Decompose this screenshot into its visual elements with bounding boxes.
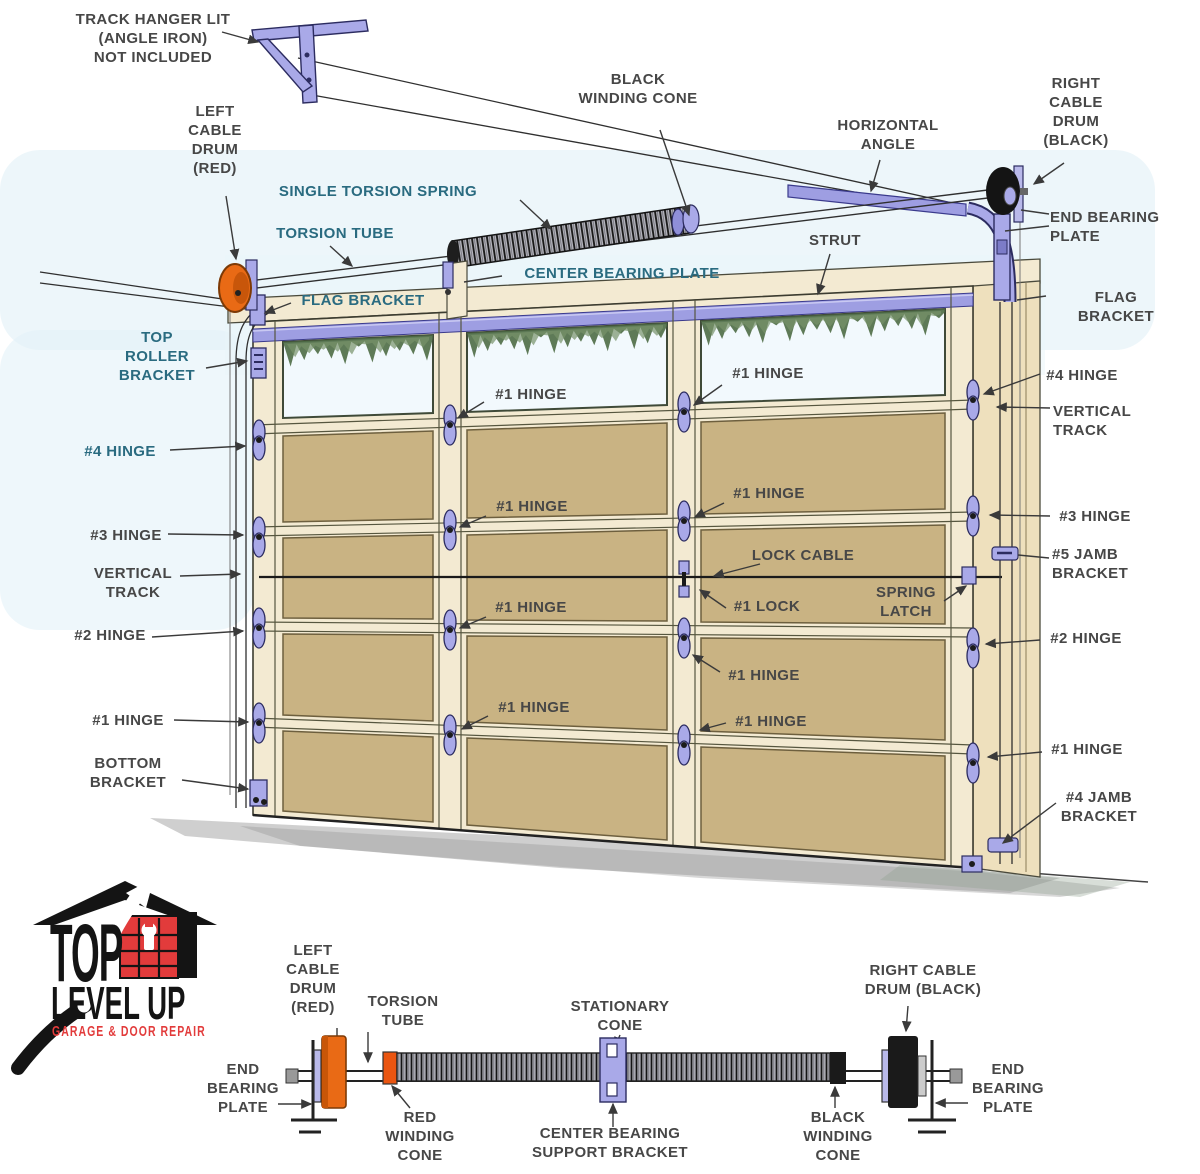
shrub-reflection: [705, 311, 941, 337]
shrub-reflection: [471, 325, 663, 349]
ba-end-bearing-plate-right-part: [908, 1040, 956, 1134]
hinge-part: [677, 391, 691, 433]
hinge-part: [252, 607, 266, 649]
leader-line: [816, 253, 831, 296]
leader-arrows: [151, 31, 1065, 1127]
right-jamb: [972, 280, 1041, 878]
logo-arrow-swoosh: [77, 888, 145, 1013]
leader-line: [181, 779, 250, 793]
ba-stationary-cone-part: [599, 1037, 627, 1103]
leader-line: [693, 502, 725, 518]
leader-line: [458, 616, 487, 629]
hinge-part: [966, 495, 980, 537]
leader-line: [205, 357, 249, 369]
leader-line: [984, 638, 1041, 649]
ba-end-bearing-plate-left-part: [291, 1040, 337, 1134]
leader-line: [692, 384, 723, 406]
leader-line: [456, 401, 485, 419]
leader-line: [151, 626, 245, 638]
garage-door: [252, 285, 1002, 870]
leader-line: [1016, 295, 1047, 301]
leader-line: [1020, 209, 1050, 215]
leader-line: [391, 1084, 411, 1109]
ba-red-cone-part: [382, 1051, 398, 1085]
spring-latch-part: [961, 566, 977, 585]
horizontal-angle-bar: [787, 184, 967, 217]
hinge-part: [966, 627, 980, 669]
leader-line: [691, 654, 721, 673]
company-logo: TOP LEVEL UP GARAGE & DOOR REPAIR: [11, 878, 217, 1075]
leader-line: [263, 302, 292, 315]
hinge-part: [443, 714, 457, 756]
leader-line: [698, 722, 727, 733]
leader-line: [869, 159, 881, 193]
leader-line: [225, 195, 240, 261]
door-rails: [252, 399, 974, 755]
right-cable-drum-part: [986, 165, 1028, 223]
leader-line: [1004, 225, 1050, 232]
leader-line: [460, 715, 489, 730]
shrub-reflection: [467, 323, 667, 358]
center-bearing-plate-part: [442, 261, 454, 289]
leader-line: [986, 751, 1043, 761]
leader-line: [1001, 802, 1057, 844]
leader-line: [463, 275, 503, 283]
logo-house-roof: [33, 881, 217, 925]
jamb-bracket-4-part: [987, 837, 1019, 853]
leader-line: [943, 585, 968, 602]
leader-line: [519, 199, 553, 230]
wrench-icon: [141, 921, 157, 950]
leader-line: [221, 31, 260, 45]
floor-shadow: [150, 818, 1149, 897]
logo-tagline-text: GARAGE & DOOR REPAIR: [52, 1022, 206, 1039]
hinge-part: [252, 702, 266, 744]
leader-line: [1017, 554, 1050, 559]
hinge-part: [677, 500, 691, 542]
leader-line: [167, 529, 245, 540]
left-cable-drum-part: [218, 259, 258, 313]
track-hanger-bracket: [251, 19, 369, 104]
door-panels: [282, 412, 946, 861]
leader-line: [995, 402, 1051, 413]
torsion-spring-assembly: [442, 204, 700, 320]
leader-line: [458, 515, 487, 528]
ba-right-drum-part: [888, 1036, 918, 1108]
hinge-part: [677, 617, 691, 659]
leader-line: [329, 245, 354, 267]
flag-bracket-right-part: [993, 213, 1011, 301]
leader-line: [698, 589, 727, 609]
leader-line: [988, 510, 1051, 521]
strut-bar: [252, 292, 974, 343]
hinge-part: [252, 419, 266, 461]
ba-black-cone-part: [830, 1052, 846, 1084]
leader-line: [901, 1005, 912, 1033]
hinge-part: [966, 379, 980, 421]
leader-line: [179, 569, 242, 580]
leader-line: [659, 129, 691, 217]
logo-house-wall: [178, 912, 197, 978]
leader-line: [712, 563, 761, 579]
hinge-part: [443, 404, 457, 446]
leader-line: [982, 373, 1041, 396]
torsion-assembly-detail: [285, 1035, 963, 1134]
logo-top-text: TOP: [50, 907, 123, 999]
black-winding-cone-part: [671, 208, 685, 236]
logo-levelup-text: LEVEL UP: [51, 979, 185, 1030]
leader-line: [1032, 162, 1065, 185]
window-reflections: [283, 309, 945, 367]
hinge-part: [252, 516, 266, 558]
shrub-reflection: [287, 337, 429, 358]
right-track-hardware: [787, 184, 1017, 303]
leader-line: [169, 441, 247, 452]
hinge-part: [443, 609, 457, 651]
leader-line: [173, 716, 250, 727]
hinge-part: [443, 509, 457, 551]
hinge-part: [966, 742, 980, 784]
hinge-part: [677, 724, 691, 766]
